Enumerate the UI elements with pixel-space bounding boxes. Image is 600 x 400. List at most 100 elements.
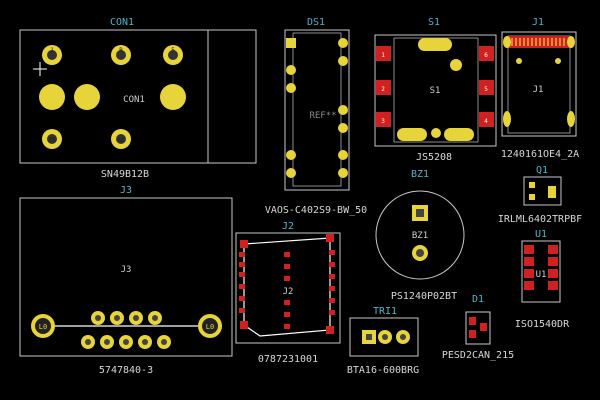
s1-mount-bottom-left[interactable] [397, 128, 427, 141]
svg-text:5: 5 [484, 86, 488, 93]
s1-pad-3[interactable] [376, 112, 391, 127]
q1-pad-3[interactable] [548, 186, 556, 198]
d1-pad-1[interactable] [469, 317, 476, 325]
con1-inner-ref: CON1 [123, 95, 145, 105]
ds1-pad-7[interactable] [338, 56, 348, 66]
s1-outline [374, 34, 497, 147]
d1-pad-2[interactable] [469, 330, 476, 338]
con1-pad-r[interactable]: R [111, 45, 131, 65]
ds1-pad-1[interactable] [286, 38, 296, 48]
bz1-inner-ref: BZ1 [412, 231, 428, 241]
ds1-reference: DS1 [307, 17, 325, 28]
ds1-body [292, 32, 342, 187]
component-s1[interactable]: S1 1 2 3 6 5 4 S1 JS5208 [374, 17, 497, 163]
svg-text:4: 4 [484, 118, 488, 125]
crosshair-icon [33, 62, 47, 76]
component-ds1[interactable]: DS1 REF** VAOS-C402S9-BW_50 [265, 17, 367, 216]
ds1-pad-3[interactable] [286, 83, 296, 93]
j1-contact-pins [511, 38, 565, 46]
j2-pad-2[interactable] [326, 234, 334, 242]
svg-text:RB: RB [117, 137, 125, 144]
component-tri1[interactable]: TRI1 BTA16-600BRG [347, 306, 419, 376]
ds1-pad-8[interactable] [338, 105, 348, 115]
j1-contact-row[interactable] [508, 36, 570, 48]
u1-pads-right[interactable] [548, 245, 558, 290]
ds1-pad-6[interactable] [338, 38, 348, 48]
component-bz1[interactable]: BZ1 BZ1 PS1240P02BT [375, 169, 465, 302]
j2-inner-ref: J2 [283, 287, 294, 297]
ds1-pad-11[interactable] [338, 168, 348, 178]
svg-text:2: 2 [381, 86, 385, 93]
s1-peg-hole[interactable] [450, 59, 462, 71]
component-j2[interactable]: J2 J2 0787231001 [235, 221, 341, 365]
u1-value: ISO1540DR [515, 319, 570, 330]
con1-mount-pad-3[interactable] [160, 84, 186, 110]
ds1-outline [284, 29, 350, 191]
ds1-pad-9[interactable] [338, 123, 348, 133]
ds1-pad-4[interactable] [286, 150, 296, 160]
con1-pad-1[interactable]: 1 [42, 45, 62, 65]
s1-mount-bottom-mid[interactable] [431, 128, 441, 138]
j1-outline [501, 31, 577, 137]
s1-reference: S1 [428, 17, 440, 28]
ds1-value: VAOS-C402S9-BW_50 [265, 205, 367, 216]
s1-mount-top[interactable] [418, 38, 452, 51]
q1-pad-2[interactable] [529, 194, 535, 200]
j1-shield-br[interactable] [567, 111, 575, 127]
con1-value: SN49B12B [101, 169, 149, 180]
j3-pin-row-bottom[interactable] [81, 335, 171, 349]
con1-mount-pad-1[interactable] [39, 84, 65, 110]
s1-pad-6[interactable] [479, 112, 494, 127]
ds1-pad-2[interactable] [286, 65, 296, 75]
d1-pad-3[interactable] [480, 323, 487, 331]
j3-pad-l0-left[interactable]: L0 [31, 314, 55, 338]
s1-pad-1[interactable] [376, 46, 391, 61]
s1-inner-ref: S1 [430, 86, 441, 96]
component-d1[interactable]: D1 PESD2CAN_215 [442, 294, 514, 361]
component-con1[interactable]: CON1 1 R 5 CON1 TB RB SN49B12B [19, 17, 257, 180]
j1-reference: J1 [532, 17, 544, 28]
q1-value: IRLML6402TRPBF [498, 214, 582, 225]
j2-pad-4[interactable] [240, 321, 248, 329]
component-j3[interactable]: J3 L0 L0 J3 5747840-3 [19, 185, 233, 376]
j1-shield-tr[interactable] [567, 36, 575, 48]
con1-mount-pad-2[interactable] [74, 84, 100, 110]
j1-shield-tl[interactable] [503, 36, 511, 48]
q1-outline [523, 176, 562, 206]
j2-pad-column-left[interactable] [239, 252, 245, 313]
s1-pad-5[interactable] [479, 80, 494, 95]
j2-pad-column-mid[interactable] [284, 252, 290, 329]
j3-pin-row-top[interactable] [91, 311, 162, 325]
component-q1[interactable]: Q1 IRLML6402TRPBF [498, 165, 582, 225]
u1-pads-left[interactable] [524, 245, 534, 290]
tri1-value: BTA16-600BRG [347, 365, 419, 376]
con1-pad-5[interactable]: 5 [163, 45, 183, 65]
ds1-inner-ref: REF** [309, 111, 336, 121]
ds1-pad-10[interactable] [338, 150, 348, 160]
svg-text:L0: L0 [206, 323, 214, 331]
j1-shield-bl[interactable] [503, 111, 511, 127]
j2-outline [235, 232, 341, 344]
component-u1[interactable]: U1 U1 ISO1540DR [515, 229, 570, 330]
j2-pad-column-right[interactable] [329, 250, 335, 315]
d1-outline [465, 311, 491, 345]
j1-value: 1240161OE4_2A [501, 149, 579, 160]
bz1-value: PS1240P02BT [391, 291, 457, 302]
s1-mount-bottom-right[interactable] [444, 128, 474, 141]
q1-pad-1[interactable] [529, 182, 535, 188]
con1-pad-tb[interactable]: TB [42, 129, 62, 149]
j1-inner-ref: J1 [533, 85, 544, 95]
j3-pad-l0-right[interactable]: L0 [198, 314, 222, 338]
j2-pad-3[interactable] [326, 326, 334, 334]
svg-text:5: 5 [171, 47, 175, 54]
tri1-outline [349, 317, 419, 357]
ds1-pad-5[interactable] [286, 168, 296, 178]
svg-text:L0: L0 [39, 323, 47, 331]
s1-pad-2[interactable] [376, 80, 391, 95]
j3-reference: J3 [120, 185, 132, 196]
component-j1[interactable]: J1 J1 1240161OE4_2A [501, 17, 579, 160]
con1-pad-rb[interactable]: RB [111, 129, 131, 149]
s1-pad-4[interactable] [479, 46, 494, 61]
j2-pad-1[interactable] [240, 240, 248, 248]
